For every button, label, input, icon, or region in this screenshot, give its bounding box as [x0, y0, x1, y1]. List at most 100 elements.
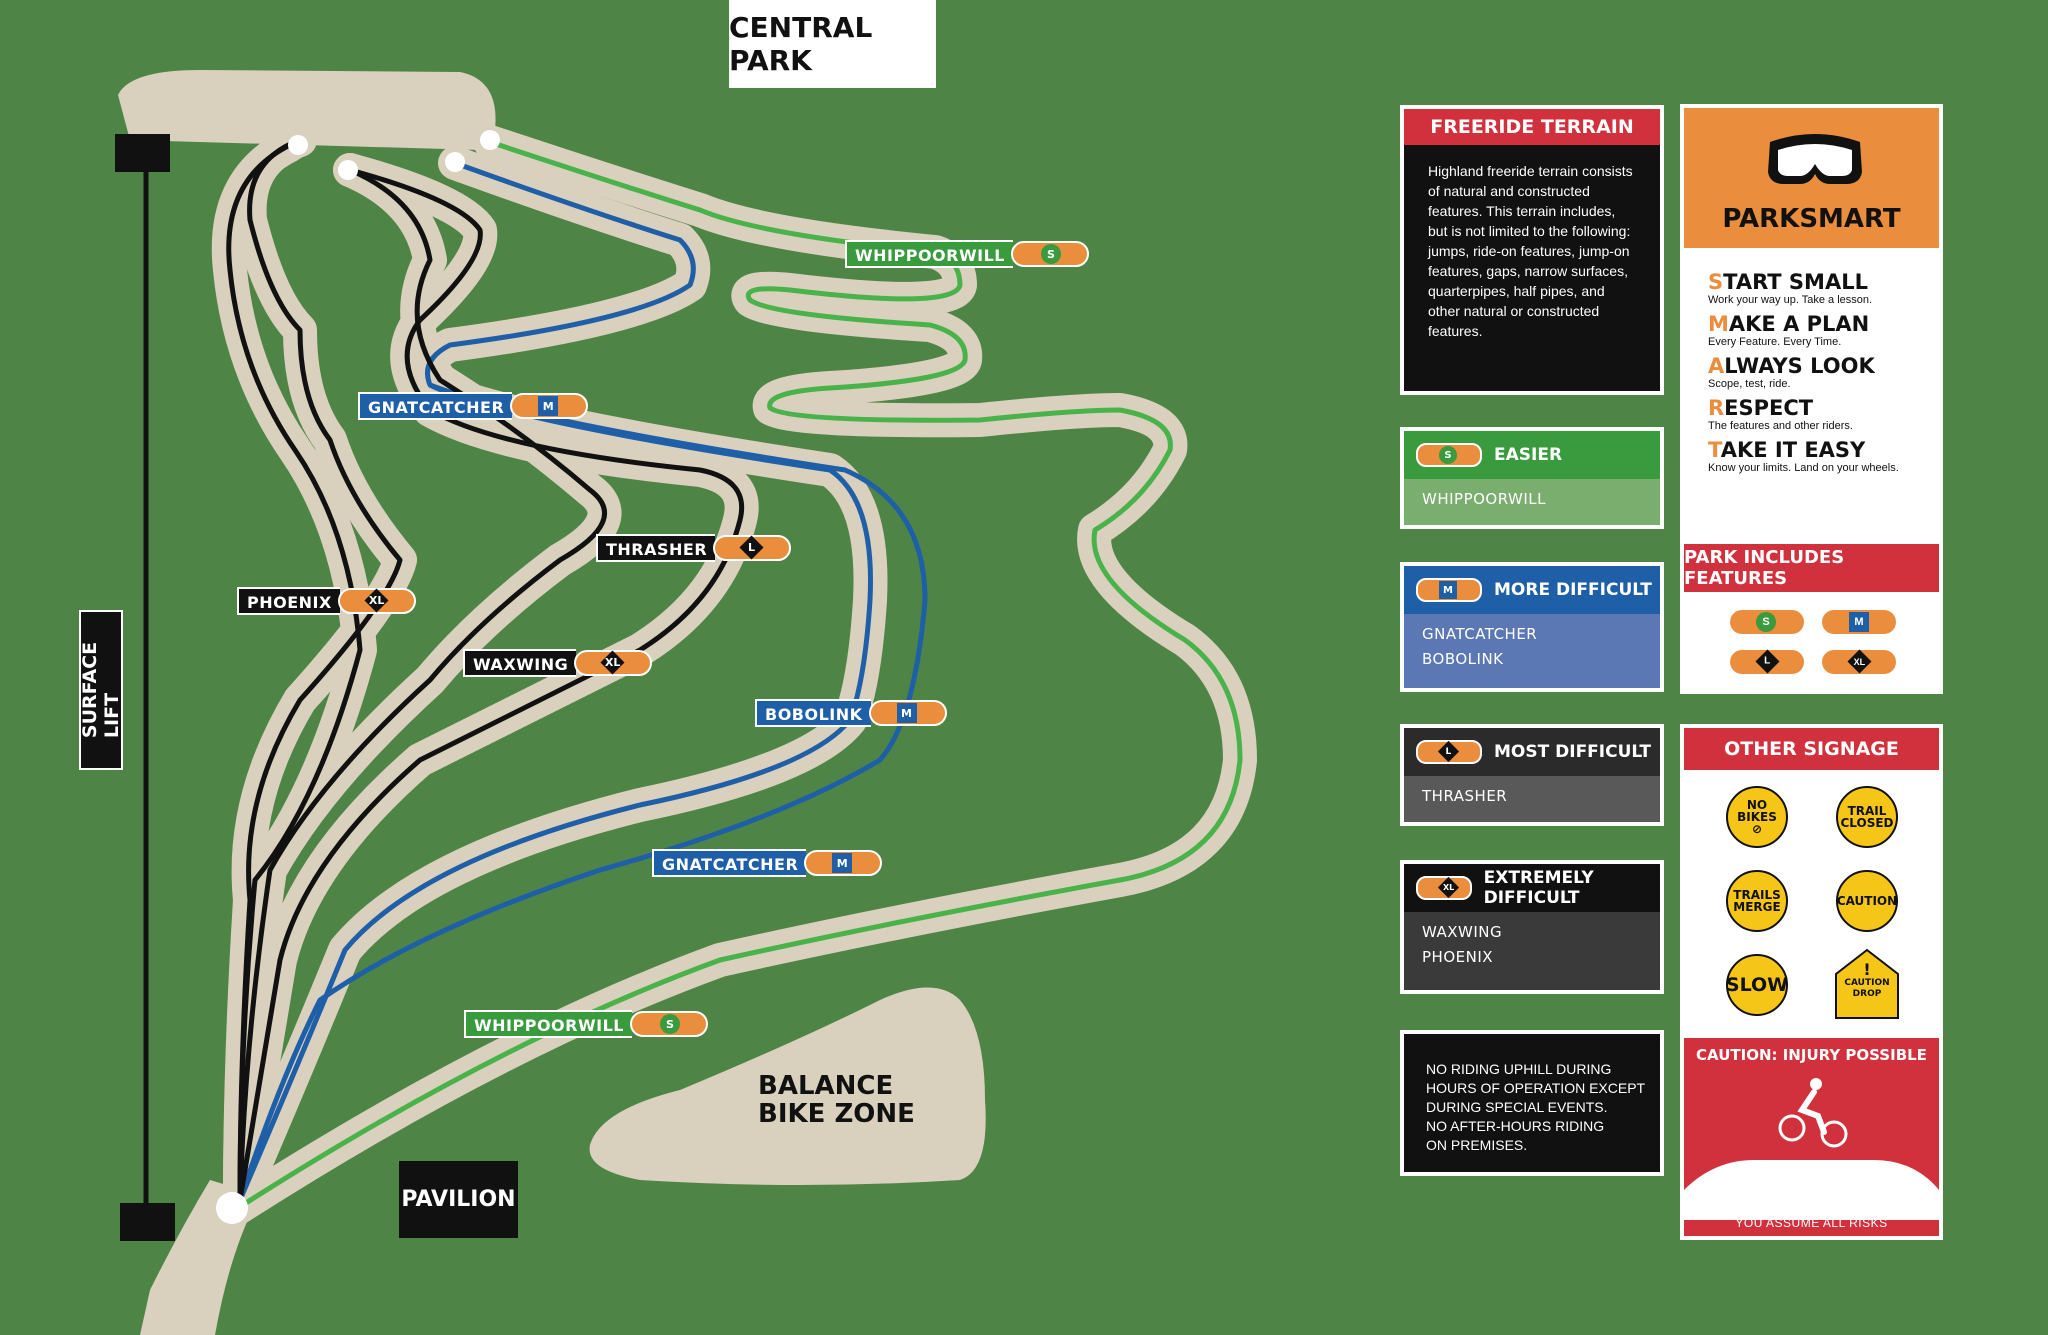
central-park-label: CENTRAL PARK — [729, 11, 873, 77]
difficulty-pill: S — [1010, 241, 1089, 267]
trailhead — [338, 160, 358, 180]
extremely-difficult-symbol: XL — [600, 650, 625, 675]
parksmart-item: START SMALL Work your way up. Take a les… — [1708, 270, 1873, 306]
trail-tag-thrasher: THRASHER L — [596, 534, 792, 562]
riding-rules-text: NO RIDING UPHILL DURING HOURS OF OPERATI… — [1426, 1061, 1646, 1153]
trail-name: BOBOLINK — [755, 699, 871, 727]
easier-trails: WHIPPOORWILL — [1422, 490, 1547, 508]
difficulty-pill: M — [804, 850, 883, 876]
difficulty-pill: XL — [574, 650, 653, 676]
trail-name: GNATCATCHER — [358, 392, 513, 420]
other-signage-title: OTHER SIGNAGE — [1684, 728, 1939, 770]
easier-symbol: S — [1040, 244, 1061, 264]
freeride-terrain-title: FREERIDE TERRAIN — [1404, 109, 1660, 145]
trail-name: WAXWING — [463, 649, 577, 677]
surface-lift-label: SURFACE LIFT — [79, 641, 124, 739]
trail-name: PHOENIX — [237, 587, 340, 615]
injury-warning-title: CAUTION: INJURY POSSIBLE — [1696, 1046, 1927, 1064]
central-park-sign: CENTRAL PARK — [729, 0, 936, 88]
extremely-difficult-symbol: XL — [1437, 876, 1460, 899]
ramp-shape — [1684, 1160, 1939, 1220]
difficulty-pill: M — [510, 393, 589, 419]
trail-tag-bobolink: BOBOLINK M — [755, 699, 947, 727]
trail-tag-whippoorwill-bottom: WHIPPOORWILL S — [464, 1010, 708, 1038]
parksmart-item: RESPECT The features and other riders. — [1708, 396, 1853, 432]
trail-name: WHIPPOORWILL — [845, 240, 1013, 268]
top-plaza — [118, 70, 496, 150]
parksmart-item: ALWAYS LOOK Scope, test, ride. — [1708, 354, 1875, 390]
trailhead — [480, 130, 500, 150]
trail-waxwing — [237, 167, 608, 1201]
most-difficult-pill: L — [1416, 740, 1482, 764]
more-difficult-symbol: M — [538, 396, 559, 416]
extremely-difficult-title: EXTREMELY DIFFICULT — [1483, 868, 1594, 908]
feature-pill-most-difficult: L — [1730, 649, 1804, 674]
goggles-icon — [1768, 134, 1862, 184]
trail-name: GNATCATCHER — [652, 849, 807, 877]
no-bike-icon: ⊘ — [1751, 822, 1763, 836]
caution-drop-sign: ! CAUTION DROP — [1834, 948, 1900, 1020]
trail-whippoorwill — [232, 139, 1243, 1213]
park-features-title: PARK INCLUDES FEATURES — [1684, 544, 1939, 592]
easier-symbol: S — [1439, 446, 1457, 464]
caution-drop-shape — [1835, 948, 1899, 1019]
most-difficult-trails: THRASHER — [1422, 787, 1508, 805]
parksmart-item: MAKE A PLAN Every Feature. Every Time. — [1708, 312, 1870, 348]
parksmart-title: PARKSMART — [1722, 204, 1901, 234]
easier-symbol: S — [659, 1014, 680, 1034]
balance-bike-zone-area — [589, 987, 986, 1185]
extremely-difficult-symbol: XL — [364, 588, 389, 613]
legend-easier: S EASIER WHIPPOORWILL — [1400, 427, 1664, 529]
more-difficult-trails: GNATCATCHER BOBOLINK — [1422, 625, 1538, 668]
more-difficult-symbol: M — [896, 703, 917, 723]
legend-most-difficult: L MOST DIFFICULT THRASHER — [1400, 724, 1664, 826]
trail-tag-waxwing: WAXWING XL — [463, 649, 653, 677]
difficulty-pill: XL — [337, 588, 416, 614]
freeride-terrain-text: Highland freeride terrain consists of na… — [1428, 163, 1633, 339]
trail-name: WHIPPOORWILL — [464, 1010, 632, 1038]
parksmart-item: TAKE IT EASY Know your limits. Land on y… — [1708, 438, 1899, 474]
balance-bike-label: BALANCE BIKE ZONE — [758, 1071, 915, 1129]
more-difficult-symbol: M — [832, 853, 853, 873]
trail-phoenix — [237, 137, 403, 1201]
pavilion-sign: PAVILION — [399, 1161, 518, 1238]
rider-icon — [1778, 1078, 1848, 1148]
easier-title: EASIER — [1494, 445, 1563, 465]
trail-bobolink — [237, 382, 928, 1201]
parksmart-header: PARKSMART — [1684, 108, 1939, 248]
slow-sign: SLOW — [1726, 954, 1788, 1016]
trail-thrasher — [237, 167, 745, 1201]
legend-extremely-difficult: XL EXTREMELY DIFFICULT WAXWING PHOENIX — [1400, 860, 1664, 994]
most-difficult-symbol: L — [1437, 740, 1460, 763]
most-difficult-title: MOST DIFFICULT — [1494, 742, 1652, 762]
trail-tag-gnatcatcher-top: GNATCATCHER M — [358, 392, 589, 420]
trail-tag-whippoorwill-top: WHIPPOORWILL S — [845, 240, 1089, 268]
difficulty-pill: M — [868, 700, 947, 726]
caution-sign: CAUTION — [1836, 870, 1898, 932]
trailhead — [445, 152, 465, 172]
trail-tag-gnatcatcher-bottom: GNATCATCHER M — [652, 849, 883, 877]
more-difficult-pill: M — [1416, 578, 1482, 602]
trail-gnatcatcher — [237, 160, 873, 1201]
most-difficult-symbol: L — [739, 535, 764, 560]
extremely-difficult-pill: XL — [1416, 876, 1472, 900]
extremely-difficult-trails: WAXWING PHOENIX — [1422, 923, 1503, 966]
more-difficult-title: MORE DIFFICULT — [1494, 580, 1652, 600]
freeride-terrain-panel: FREERIDE TERRAIN Highland freeride terra… — [1400, 105, 1664, 395]
difficulty-pill: L — [713, 535, 792, 561]
lift-top-station — [115, 134, 170, 172]
riding-rules-panel: NO RIDING UPHILL DURING HOURS OF OPERATI… — [1400, 1030, 1664, 1176]
injury-warning: CAUTION: INJURY POSSIBLE YOU ASSUME ALL … — [1684, 1038, 1939, 1236]
parksmart-panel: PARKSMART START SMALL Work your way up. … — [1680, 104, 1943, 694]
trailhead — [216, 1192, 248, 1224]
legend-more-difficult: M MORE DIFFICULT GNATCATCHER BOBOLINK — [1400, 562, 1664, 692]
feature-pill-more-difficult: M — [1822, 610, 1896, 634]
easier-pill: S — [1416, 443, 1482, 467]
difficulty-pill: S — [629, 1011, 708, 1037]
surface-lift-sign: SURFACE LIFT — [79, 610, 123, 770]
